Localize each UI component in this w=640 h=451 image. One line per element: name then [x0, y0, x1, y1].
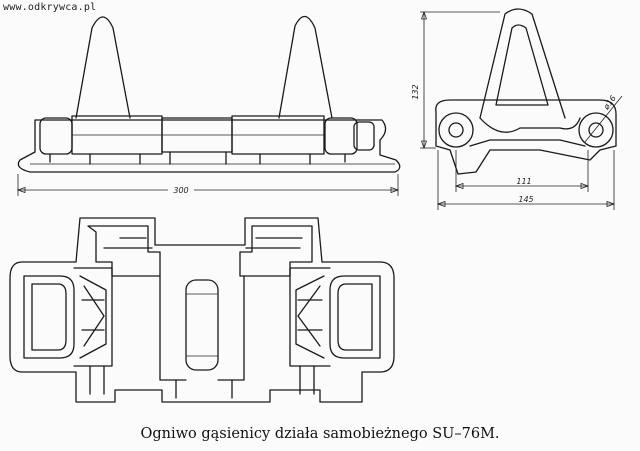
side-view: [16, 15, 401, 196]
plan-view: [9, 217, 395, 403]
watermark-text: www.odkrywca.pl: [3, 2, 97, 13]
end-view: [420, 8, 623, 210]
figure-caption: Ogniwo gąsienicy działa samobieżnego SU–…: [140, 426, 500, 442]
